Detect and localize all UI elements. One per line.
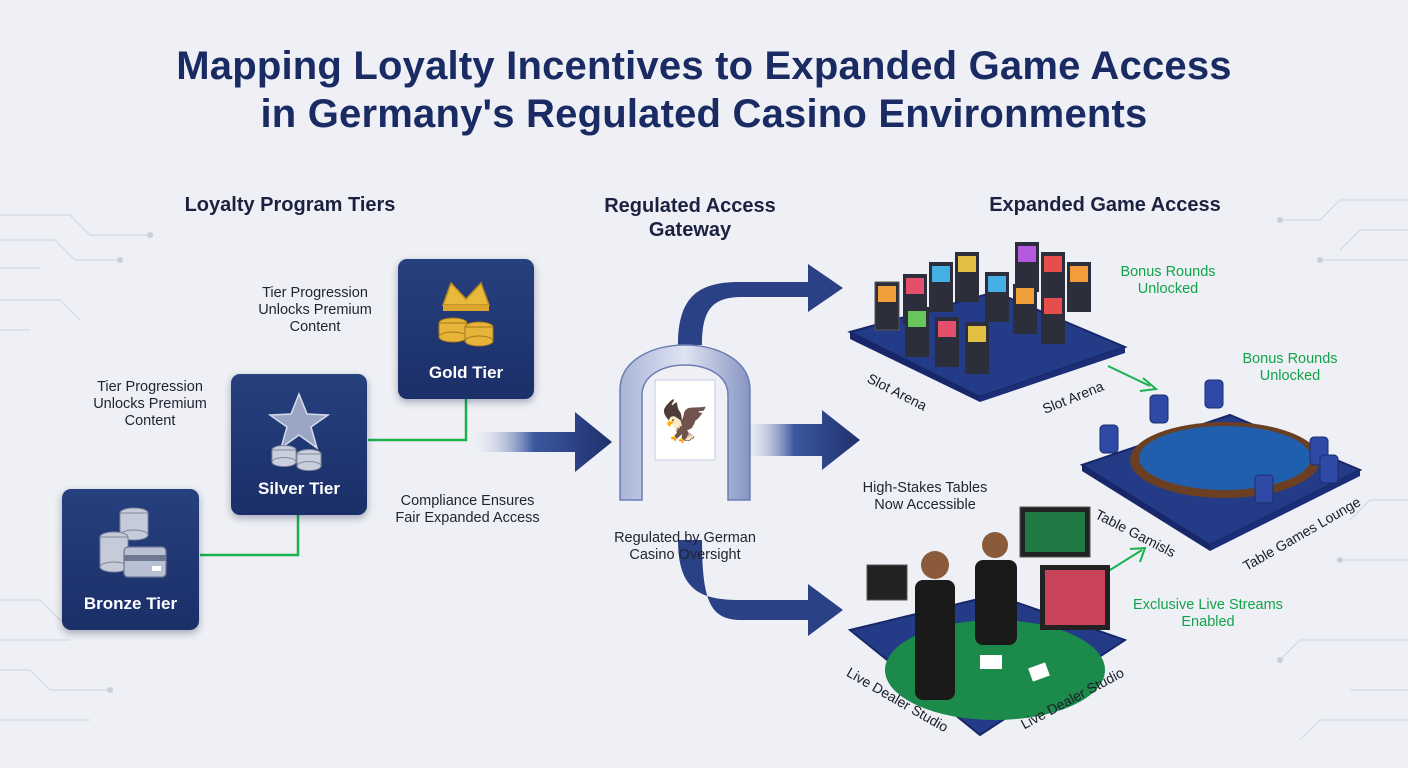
bronze-tier-label: Bronze Tier xyxy=(83,594,178,613)
bonus-rounds-note-2: Bonus Rounds Unlocked xyxy=(1242,351,1338,384)
loyalty-header: Loyalty Program Tiers xyxy=(184,194,396,216)
slot-arena-illustration xyxy=(847,242,1128,402)
gold-crown-icon xyxy=(438,281,494,347)
arrow-to-live-dealer xyxy=(678,540,843,636)
silver-tier-label: Silver Tier xyxy=(258,479,340,498)
compliance-note: Compliance Ensures Fair Expanded Access xyxy=(395,493,540,526)
silver-star-icon xyxy=(267,391,331,471)
arrow-to-slot-arena xyxy=(678,264,843,345)
high-stakes-note: High-Stakes Tables Now Accessible xyxy=(862,480,988,513)
progression-note-1: Tier Progression Unlocks Premium Content xyxy=(258,285,372,335)
eagle-icon: 🦅 xyxy=(660,400,710,444)
silver-tier-box: Silver Tier xyxy=(231,374,367,515)
live-dealer-illustration xyxy=(847,506,1128,737)
arrow-into-gateway xyxy=(470,412,612,472)
regulated-note: Regulated by German Casino Oversight xyxy=(614,530,756,563)
live-streams-note: Exclusive Live Streams Enabled xyxy=(1133,597,1283,630)
games-header: Expanded Game Access xyxy=(989,194,1221,216)
gold-tier-box: Gold Tier xyxy=(398,259,534,399)
bonus-rounds-note-1: Bonus Rounds Unlocked xyxy=(1120,264,1216,297)
progression-note-2: Tier Progression Unlocks Premium Content xyxy=(93,379,207,429)
table-games-illustration xyxy=(1080,379,1363,551)
title-line-1: Mapping Loyalty Incentives to Expanded G… xyxy=(176,44,1232,88)
arrow-to-table-games xyxy=(740,410,860,470)
title-line-2: in Germany's Regulated Casino Environmen… xyxy=(260,92,1148,136)
gold-tier-label: Gold Tier xyxy=(428,363,504,382)
regulated-gateway xyxy=(619,344,751,501)
gateway-header: Regulated Access Gateway xyxy=(604,195,776,241)
chips-card-icon xyxy=(99,507,167,578)
bronze-tier-box: Bronze Tier xyxy=(62,489,199,630)
